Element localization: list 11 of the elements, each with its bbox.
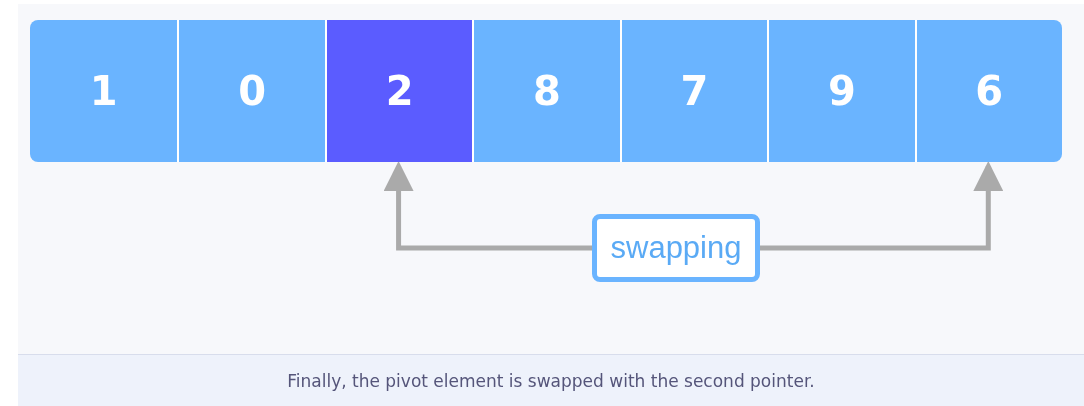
array-cell: 6	[914, 20, 1062, 162]
label-box: swapping	[592, 214, 760, 282]
caption: Finally, the pivot element is swapped with the second pointer.	[287, 371, 815, 391]
arrow	[383, 161, 592, 251]
array-cell: 8	[472, 20, 620, 162]
array-cell: 9	[767, 20, 915, 162]
array-cell: 1	[30, 20, 178, 162]
array-cell: 7	[619, 20, 768, 162]
array-cell: 0	[177, 20, 325, 162]
pivot-cell: 2	[324, 20, 473, 162]
arrow	[760, 161, 1004, 251]
